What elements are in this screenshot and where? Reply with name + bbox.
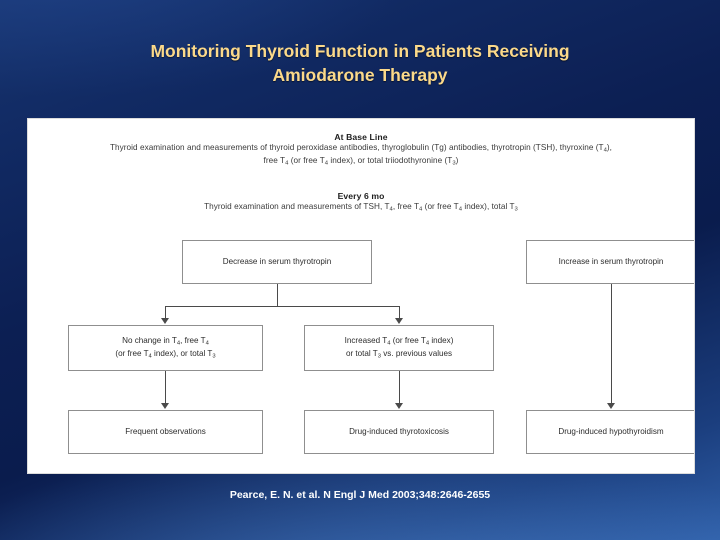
- box-drug-induced-hypothyroidism: Drug-induced hypothyroidism: [526, 410, 694, 454]
- title-line-2: Amiodarone Therapy: [272, 64, 448, 85]
- connector-increased-down: [399, 371, 400, 404]
- baseline-text: Thyroid examination and measurements of …: [109, 143, 613, 167]
- connector-to-no-change: [165, 306, 166, 319]
- every6mo-block: Every 6 mo Thyroid examination and measu…: [36, 191, 686, 214]
- box-no-change-label: No change in T4, free T4(or free T4 inde…: [115, 335, 216, 360]
- box-frequent-observations-label: Frequent observations: [125, 427, 206, 437]
- box-increase-thyrotropin-label: Increase in serum thyrotropin: [558, 257, 664, 267]
- box-drug-induced-thyrotoxicosis: Drug-induced thyrotoxicosis: [304, 410, 494, 454]
- box-increase-thyrotropin: Increase in serum thyrotropin: [526, 240, 694, 284]
- every6mo-text: Thyroid examination and measurements of …: [204, 202, 518, 213]
- box-drug-induced-hypothyroidism-label: Drug-induced hypothyroidism: [558, 427, 664, 437]
- box-decrease-thyrotropin-label: Decrease in serum thyrotropin: [222, 257, 332, 267]
- box-decrease-thyrotropin: Decrease in serum thyrotropin: [182, 240, 372, 284]
- page-title: Monitoring Thyroid Function in Patients …: [60, 40, 660, 87]
- figure-container: At Base Line Thyroid examination and mea…: [27, 118, 695, 474]
- every6mo-heading: Every 6 mo: [337, 191, 385, 201]
- box-no-change: No change in T4, free T4(or free T4 inde…: [68, 325, 263, 371]
- citation: Pearce, E. N. et al. N Engl J Med 2003;3…: [229, 489, 491, 501]
- arrow-to-increased: [395, 318, 403, 324]
- box-frequent-observations: Frequent observations: [68, 410, 263, 454]
- box-increased-t4: Increased T4 (or free T4 index)or total …: [304, 325, 494, 371]
- arrow-to-no-change: [161, 318, 169, 324]
- flowchart: At Base Line Thyroid examination and mea…: [36, 125, 694, 467]
- box-increased-t4-label: Increased T4 (or free T4 index)or total …: [344, 335, 454, 360]
- arrow-to-frequent-observations: [161, 403, 169, 409]
- arrow-to-hypothyroidism: [607, 403, 615, 409]
- connector-no-change-down: [165, 371, 166, 404]
- connector-decrease-down: [277, 284, 278, 306]
- baseline-block: At Base Line Thyroid examination and mea…: [36, 132, 686, 168]
- arrow-to-thyrotoxicosis: [395, 403, 403, 409]
- connector-to-increased: [399, 306, 400, 319]
- title-line-1: Monitoring Thyroid Function in Patients …: [150, 41, 570, 61]
- connector-decrease-split: [165, 306, 399, 307]
- connector-increase-down: [611, 284, 612, 404]
- box-drug-induced-thyrotoxicosis-label: Drug-induced thyrotoxicosis: [349, 427, 449, 437]
- baseline-heading: At Base Line: [334, 132, 388, 142]
